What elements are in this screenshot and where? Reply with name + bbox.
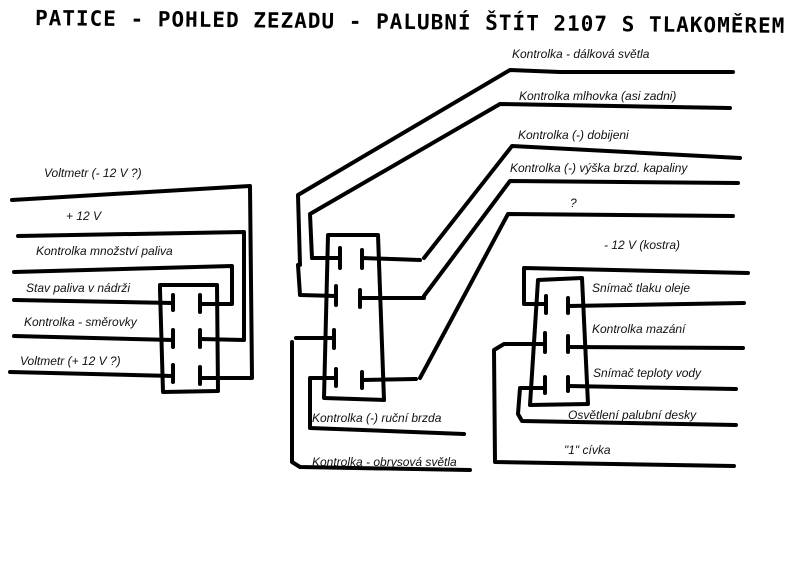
wire-pin-right-1 xyxy=(360,256,422,262)
wire-pin-left-2 xyxy=(296,263,338,298)
label-voltmetr-plus: Voltmetr (+ 12 V ?) xyxy=(20,354,121,368)
label-plus-12v: + 12 V xyxy=(66,209,102,223)
label-mlhovka: Kontrolka mlhovka (asi zadni) xyxy=(519,89,677,103)
wire-smerovky xyxy=(12,334,175,342)
wire-stav-paliva xyxy=(12,298,175,305)
middle-connector-housing xyxy=(322,233,386,402)
label-kontrolka-paliva: Kontrolka množství paliva xyxy=(36,244,173,258)
label-dobijeni: Kontrolka (-) dobijeni xyxy=(518,128,629,142)
wire-mlhovka xyxy=(308,102,732,260)
middle-connector xyxy=(290,68,742,472)
wire-pin-right-4 xyxy=(360,377,418,382)
label-kontrolka-mazani: Kontrolka mazání xyxy=(592,322,686,336)
wire-tlak-oleje xyxy=(566,301,746,308)
wire-dobijeni xyxy=(422,144,742,260)
wire-kostra xyxy=(522,266,750,306)
wire-osvetleni xyxy=(516,386,738,427)
wire-rucni-brzda xyxy=(308,376,466,436)
label-otaznik: ? xyxy=(570,196,577,210)
wire-voltmetr-plus xyxy=(8,370,175,378)
label-stav-paliva: Stav paliva v nádrži xyxy=(26,281,131,295)
label-kostra: - 12 V (kostra) xyxy=(604,238,681,252)
label-obrysova-svetla: Kontrolka - obrysová světla xyxy=(312,455,457,469)
right-connector xyxy=(492,266,750,468)
right-connector-housing xyxy=(528,276,590,407)
label-teplota-vody: Snímač teploty vody xyxy=(593,366,702,380)
label-brzd-kapaliny: Kontrolka (-) výška brzd. kapaliny xyxy=(510,161,688,175)
wire-otaznik xyxy=(418,212,735,380)
label-tlak-oleje: Snímač tlaku oleje xyxy=(592,281,691,295)
label-dalkova-svetla: Kontrolka - dálková světla xyxy=(512,47,650,61)
wire-voltmetr-minus xyxy=(10,184,254,380)
label-smerovky: Kontrolka - směrovky xyxy=(24,315,137,329)
label-voltmetr-minus: Voltmetr (- 12 V ?) xyxy=(44,166,142,180)
label-rucni-brzda: Kontrolka (-) ruční brzda xyxy=(312,411,442,425)
wire-dalkova-svetla xyxy=(296,68,735,267)
wire-brzd-kapaliny xyxy=(422,179,740,298)
label-civka: "1" cívka xyxy=(564,443,611,457)
wire-obrysova-svetla xyxy=(290,340,472,472)
wire-kontrolka-paliva xyxy=(12,264,234,306)
wire-teplota-vody xyxy=(566,384,738,391)
label-osvetleni: Osvětlení palubní desky xyxy=(568,408,697,422)
left-connector xyxy=(8,184,254,394)
wire-plus-12v xyxy=(16,230,246,342)
wire-kontrolka-mazani xyxy=(566,345,745,350)
wire-civka xyxy=(492,342,736,468)
